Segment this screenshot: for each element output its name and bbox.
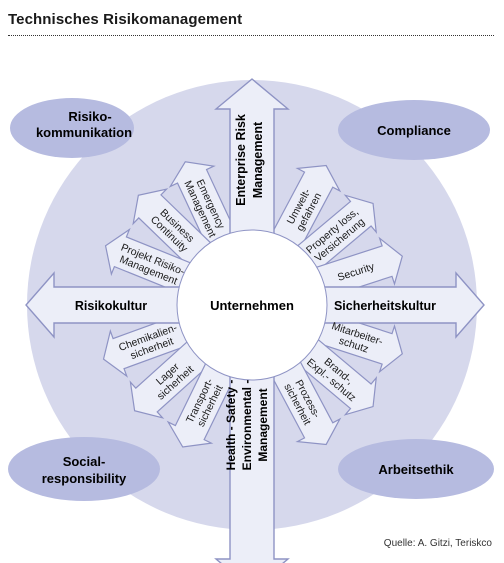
oval-bottom-right xyxy=(338,439,494,499)
spoke-arrow-transport xyxy=(166,358,238,448)
title-divider xyxy=(8,35,494,36)
corner-top-left-2: kommunikation xyxy=(36,125,132,140)
arrow-left xyxy=(25,271,193,339)
corner-top-right: Compliance xyxy=(377,123,451,138)
spoke-arrow-projekt xyxy=(104,227,196,296)
label-bottom-1: Health - Safety - xyxy=(224,380,238,471)
label-left: Risikokultur xyxy=(75,299,147,313)
oval-bottom-left xyxy=(8,437,160,501)
spoke-arrow-lager xyxy=(129,337,214,419)
spoke-arrow-prozess xyxy=(268,356,342,446)
label-right: Sicherheitskultur xyxy=(334,299,436,313)
label-bottom-3: Management xyxy=(256,388,270,461)
oval-top-right xyxy=(338,100,490,160)
corner-bottom-right: Arbeitsethik xyxy=(378,462,454,477)
corner-bottom-left-1: Social- xyxy=(63,454,106,469)
oval-top-left xyxy=(10,98,134,158)
inner-circle xyxy=(176,229,328,381)
label-bottom-2: Environmental - xyxy=(240,380,254,471)
source-credit: Quelle: A. Gitzi, Teriskco xyxy=(383,538,492,549)
arrow-top xyxy=(214,78,290,244)
arrow-right xyxy=(311,271,485,339)
corner-top-left-1: Risiko- xyxy=(68,109,111,124)
label-top-2: Management xyxy=(251,121,265,198)
arrow-bottom xyxy=(214,366,290,563)
center-label: Unternehmen xyxy=(210,298,294,313)
page-title: Technisches Risikomanagement xyxy=(8,11,243,28)
spoke-arrow-business xyxy=(132,188,216,271)
label-top-1: Enterprise Risk xyxy=(234,114,248,206)
corner-bottom-left-2: responsibility xyxy=(42,471,127,486)
